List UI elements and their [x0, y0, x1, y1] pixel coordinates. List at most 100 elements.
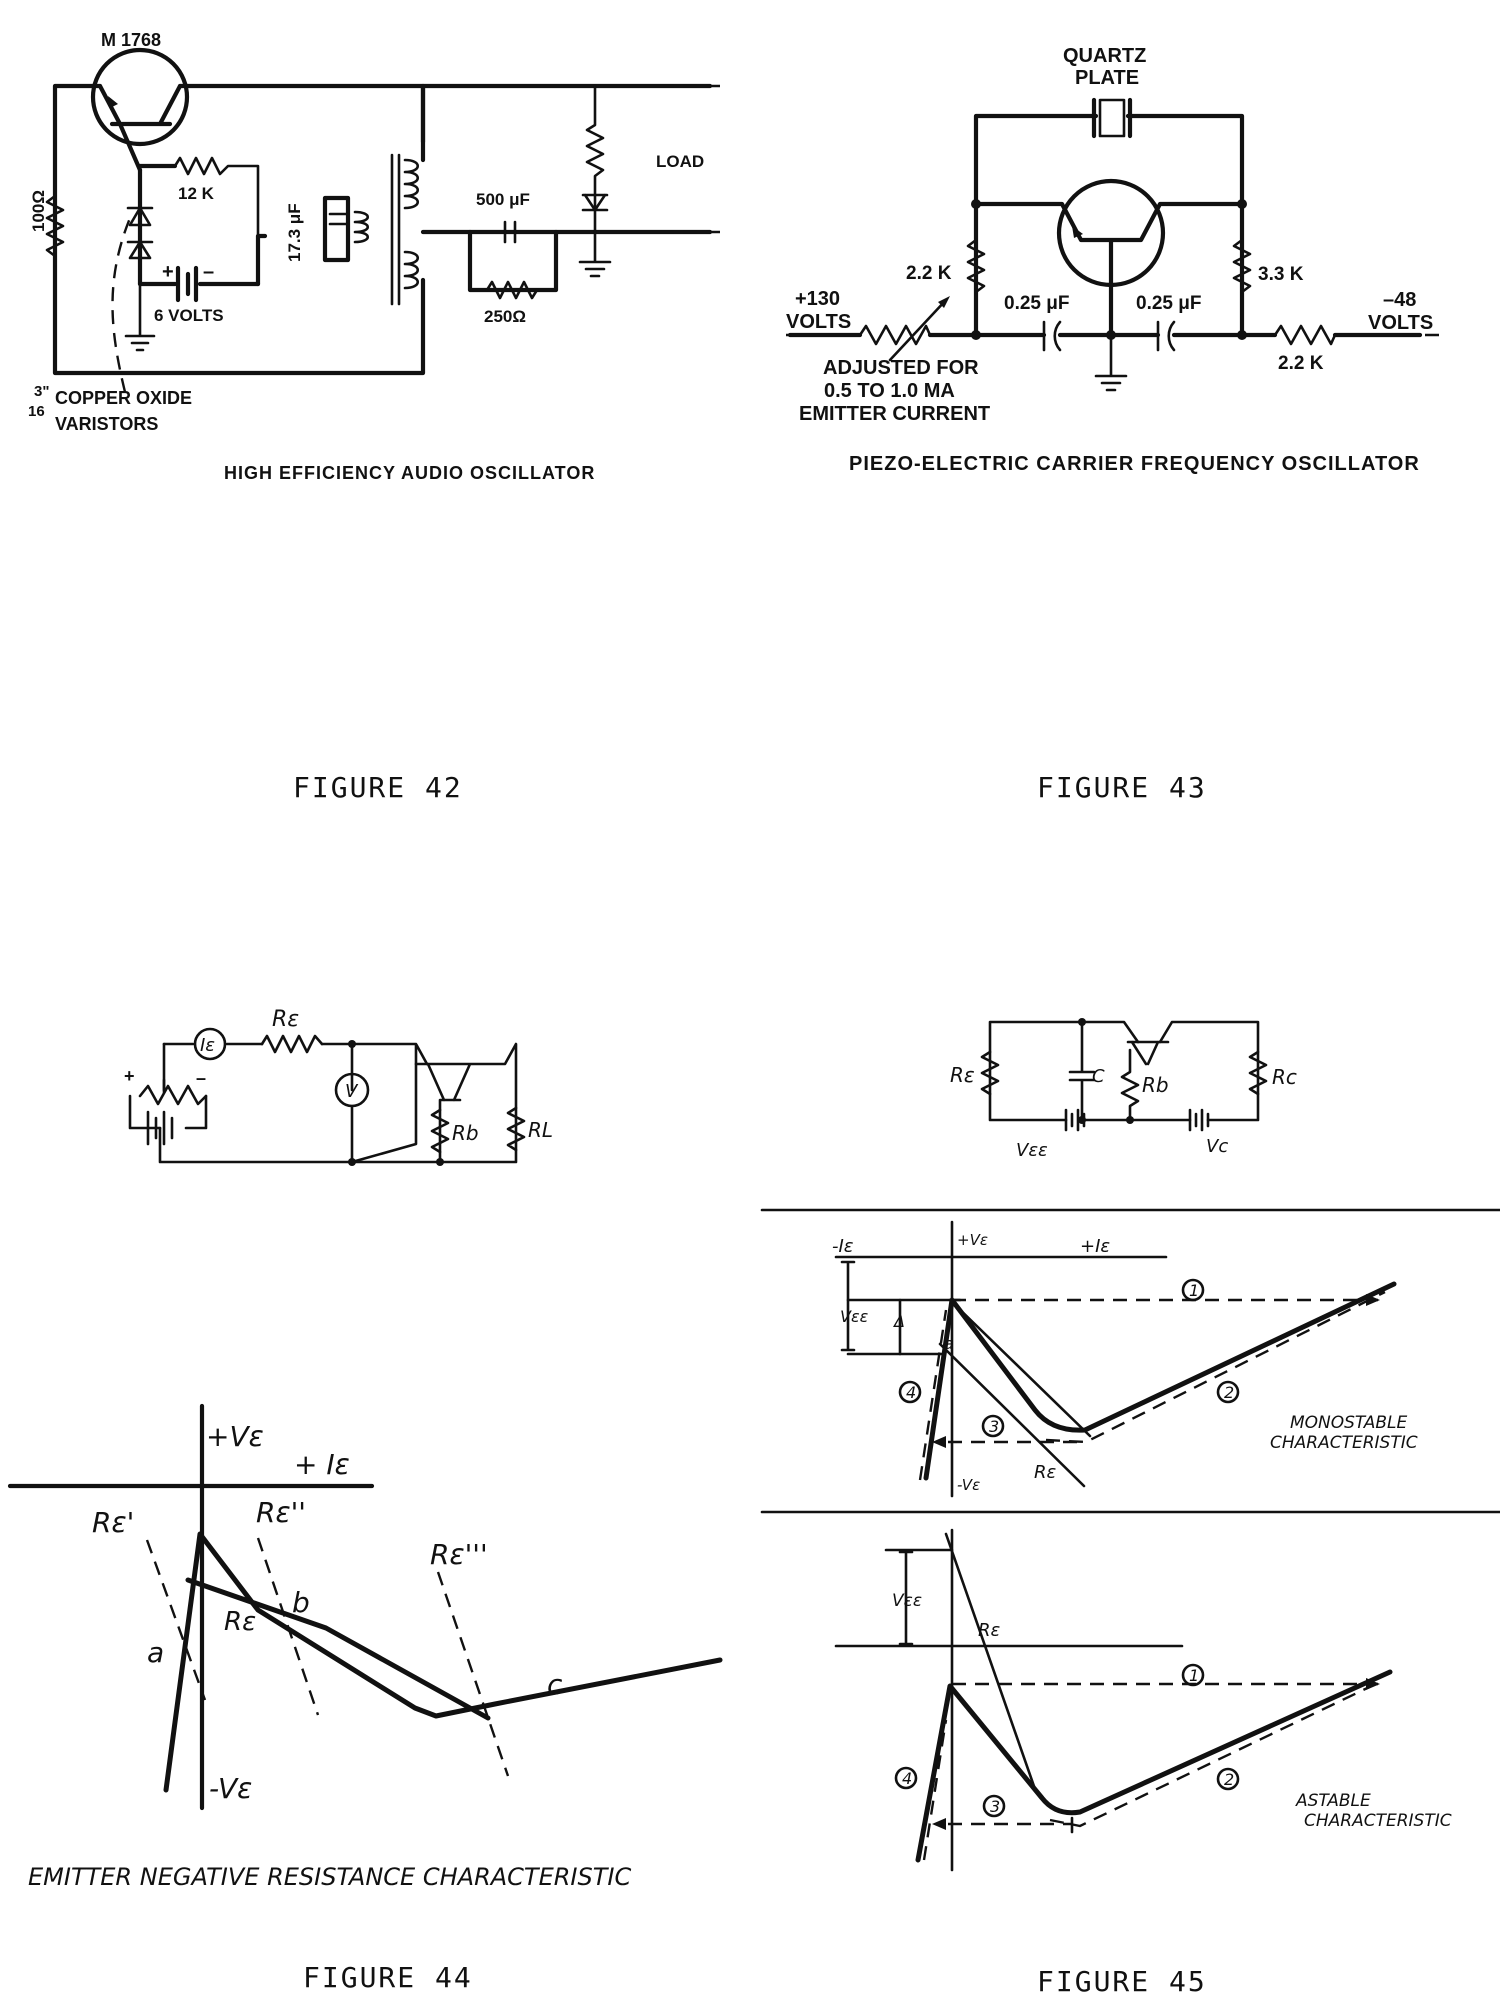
label-re-45: Rε	[950, 1063, 975, 1087]
label-re-line-astable: Rε	[978, 1620, 1001, 1641]
astable-characteristic-curve	[915, 1669, 1393, 1863]
label-re-line-44: Rε	[224, 1607, 256, 1637]
mono-arrow-1	[1366, 1294, 1380, 1306]
quartz-electrodes	[1091, 97, 1133, 139]
node-45c	[1126, 1116, 1134, 1124]
label-22k-left: 2.2 K	[906, 263, 952, 284]
label-astable-characteristic: CHARACTERISTIC	[1304, 1811, 1452, 1831]
figure-44-circuit-labels: Iε Rε V Rb RL + –	[124, 1007, 553, 1145]
emitter-characteristic-curve	[163, 1531, 723, 1793]
label-ie-meter: Iε	[200, 1035, 215, 1056]
label-minus: –	[203, 261, 214, 283]
label-minus-44: –	[196, 1068, 206, 1088]
label-rb-44: Rb	[452, 1121, 479, 1145]
load-line-re	[185, 1577, 491, 1721]
resistor-rl-44	[506, 1106, 526, 1152]
figure-45-monostable-graph	[760, 1208, 1500, 1498]
label-plus: +	[162, 261, 174, 283]
mono-arrow-3	[932, 1436, 946, 1448]
meter-ie	[193, 1027, 227, 1061]
figure-45-astable-labels: Vεε Rε 1 2 3 4 ASTABLE CHARACTERISTIC FI…	[892, 1591, 1452, 1998]
wire-left-loop	[52, 83, 426, 376]
label-point-b: b	[292, 1586, 310, 1619]
wire-quartz-loop	[973, 113, 1245, 338]
label-copper-oxide: COPPER OXIDE	[55, 388, 192, 408]
figure-43-circuit	[786, 97, 1440, 392]
potentiometer	[138, 1078, 208, 1106]
label-6volts: 6 VOLTS	[154, 306, 224, 325]
label-a3: 3	[990, 1797, 1000, 1816]
label-adjusted: ADJUSTED FOR	[823, 357, 979, 379]
label-17uf: 17.3 μF	[285, 203, 304, 262]
mono-vee-dim	[840, 1260, 856, 1352]
resistor-re-44	[260, 1034, 324, 1054]
transformer-primary	[403, 158, 420, 290]
label-mono-characteristic: CHARACTERISTIC	[1270, 1433, 1418, 1453]
figure-44-graph	[7, 1403, 723, 1811]
variable-arrowhead	[938, 296, 950, 308]
resistor-22k-left	[966, 238, 986, 294]
wire-45	[988, 1020, 1260, 1122]
output-dashes	[660, 84, 720, 234]
astable-num-3-circle	[982, 1794, 1006, 1818]
label-plus-ie-44: + Iε	[294, 1448, 350, 1481]
ground-43	[1094, 333, 1128, 392]
mono-dashed-trace	[918, 1290, 1386, 1481]
capacitor-17uf	[328, 212, 348, 226]
label-vee-45: Vεε	[1016, 1140, 1048, 1161]
transformer-core	[390, 153, 401, 306]
figure-43-labels: QUARTZ PLATE 2.2 K 3.3 K 0.25 μF 0.25 μF…	[786, 45, 1433, 804]
astable-num-2-circle	[1216, 1767, 1240, 1791]
label-varistor-size: 3"	[34, 383, 49, 400]
mono-num-4-circle	[898, 1380, 922, 1404]
astable-num-4-circle	[894, 1766, 918, 1790]
capacitor-025-right	[1156, 320, 1176, 352]
label-33k: 3.3 K	[1258, 264, 1304, 285]
label-emitter-current: EMITTER CURRENT	[799, 403, 990, 425]
battery-vc	[1188, 1108, 1210, 1132]
tank-coil	[353, 210, 370, 244]
mono-num-2-circle	[1216, 1380, 1240, 1404]
mono-num-1-circle	[1181, 1278, 1205, 1302]
transistor-43-leads	[973, 201, 1245, 338]
ground-42b	[578, 230, 612, 278]
label-rl-44: RL	[528, 1118, 553, 1142]
label-volts-left: VOLTS	[786, 311, 851, 333]
node-43b	[1237, 199, 1247, 209]
resistor-rc-45	[1248, 1050, 1268, 1096]
label-minus-ve-44: -Vε	[209, 1772, 252, 1805]
figure-45-astable-graph	[760, 1510, 1500, 1872]
label-plus-ve-45: +Vε	[957, 1231, 988, 1249]
label-plus-ve-44: +Vε	[206, 1420, 264, 1453]
label-c2: 0.25 μF	[1136, 293, 1202, 314]
resistor-22k-right	[1273, 324, 1337, 346]
wire-250-loop	[467, 229, 559, 293]
astable-arrow-1	[1366, 1678, 1380, 1690]
node-44c	[436, 1158, 444, 1166]
label-volts-right: VOLTS	[1368, 312, 1433, 334]
label-varistors: VARISTORS	[55, 414, 158, 434]
label-vee-dim-astable: Vεε	[892, 1591, 922, 1611]
label-c1: 0.25 μF	[1004, 293, 1070, 314]
node-43e	[1237, 330, 1247, 340]
capacitor-c-45	[1068, 1020, 1096, 1122]
label-re2: Rε''	[256, 1496, 306, 1529]
load-diode	[581, 193, 609, 212]
transistor-leads	[97, 83, 183, 173]
node-43c	[971, 330, 981, 340]
label-re-line-45: Rε	[1034, 1462, 1057, 1483]
label-22k-right: 2.2 K	[1278, 353, 1324, 374]
node-43a	[971, 199, 981, 209]
transistor-45	[1126, 1040, 1170, 1066]
transistor-m1768	[90, 47, 190, 147]
caption-fig44: EMITTER NEGATIVE RESISTANCE CHARACTERIST…	[28, 1863, 631, 1891]
resistor-re-45	[980, 1050, 1000, 1096]
node-45a	[1078, 1018, 1086, 1026]
figure-45-monostable-labels: -Iε +Vε +Iε Vεε Δ a 1 2 3 4 -Vε Rε MONOS…	[832, 1231, 1418, 1494]
astable-num-1-circle	[1181, 1663, 1205, 1687]
label-minus-ve-45: -Vε	[957, 1476, 980, 1494]
astable-vee-dim	[898, 1550, 914, 1646]
resistor-adjustable	[858, 324, 932, 346]
figure-44-label: FIGURE 44	[303, 1961, 473, 1994]
